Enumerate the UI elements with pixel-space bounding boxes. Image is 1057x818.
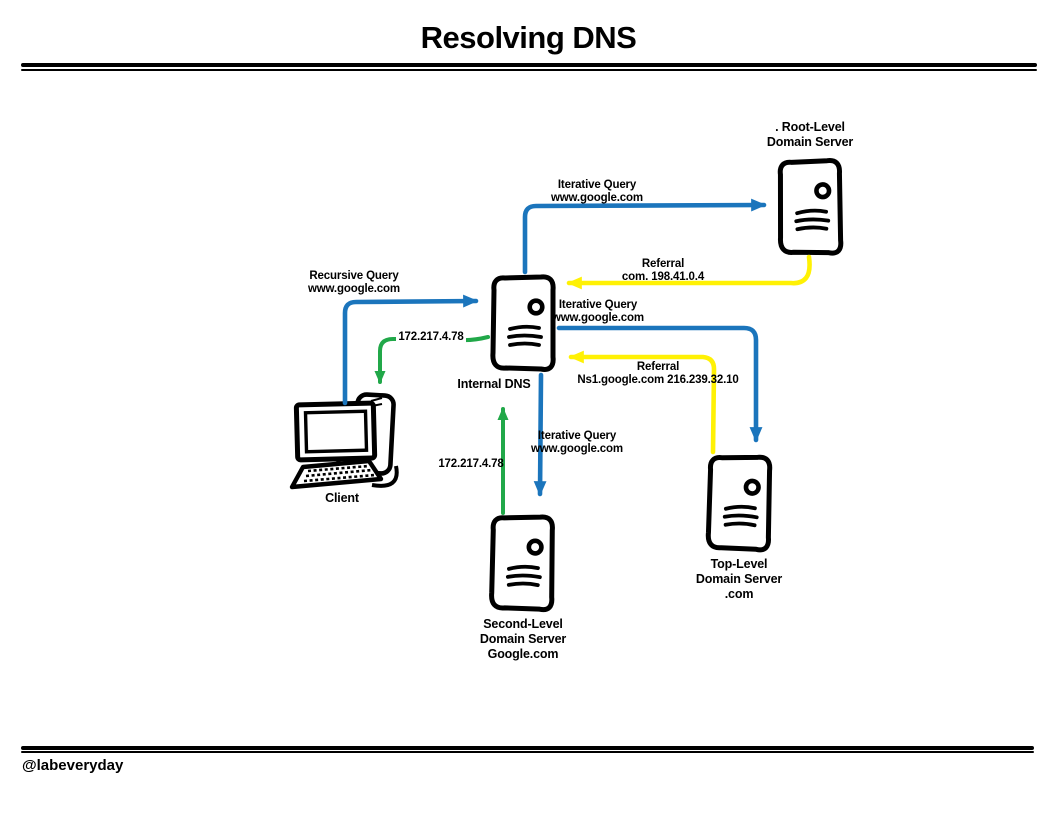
iterative-query-sld-label-line2: www.google.com <box>530 442 624 455</box>
sld-server-label-line3: Google.com <box>487 647 559 661</box>
iterative-query-root-label: Iterative Query www.google.com <box>536 179 658 204</box>
client-label-line1: Client <box>325 491 359 505</box>
referral-tld-label-line1: Referral <box>636 361 680 373</box>
client-icon <box>289 392 399 490</box>
answer-to-dns-label-line1: 172.217.4.78 <box>438 458 504 470</box>
referral-root-label-line1: Referral <box>641 258 685 270</box>
iterative-query-sld-arrow <box>533 372 547 497</box>
sld-server-label-line1: Second-Level <box>483 617 563 631</box>
client-screen <box>303 409 369 454</box>
answer-to-client-label-line1: 172.217.4.78 <box>396 331 466 344</box>
page-title: Resolving DNS <box>420 20 637 55</box>
sld-server-label: Second-Level Domain Server Google.com <box>458 617 588 662</box>
referral-tld-arrow <box>568 350 717 455</box>
referral-root-label: Referral com. 198.41.0.4 <box>592 258 734 283</box>
iterative-query-sld-label-line1: Iterative Query <box>537 430 617 442</box>
client-cable <box>371 465 399 488</box>
recursive-query-label-line1: Recursive Query <box>309 270 399 282</box>
internal-dns-label-line1: Internal DNS <box>457 377 531 391</box>
iterative-query-tld-label-line1: Iterative Query <box>558 299 638 311</box>
iterative-query-root-label-line2: www.google.com <box>550 191 644 204</box>
recursive-query-label-line2: www.google.com <box>307 282 401 295</box>
iterative-query-tld-label: Iterative Query www.google.com <box>537 299 659 324</box>
watermark: @labeveryday <box>22 757 124 774</box>
root-server-label-line1: . Root-Level <box>775 120 845 134</box>
sld-server-icon <box>491 517 552 610</box>
iterative-query-tld-label-line2: www.google.com <box>551 311 645 324</box>
tld-server-label-line3: .com <box>724 587 754 601</box>
client-keys <box>303 464 376 483</box>
referral-tld-label: Referral Ns1.google.com 216.239.32.10 <box>572 361 744 386</box>
footer-rule-thick <box>21 746 1034 750</box>
iterative-query-sld-label: Iterative Query www.google.com <box>516 430 638 455</box>
recursive-query-arrow <box>342 294 479 406</box>
internal-dns-label: Internal DNS <box>438 377 550 392</box>
tld-server-label: Top-Level Domain Server .com <box>677 557 801 602</box>
tld-server-label-line1: Top-Level <box>710 557 768 571</box>
tld-server-label-line2: Domain Server <box>695 572 783 586</box>
answer-to-dns-label: 172.217.4.78 <box>434 458 508 471</box>
answer-to-client-label: 172.217.4.78 <box>394 331 468 344</box>
iterative-query-root-label-line1: Iterative Query <box>557 179 637 191</box>
tld-server-icon <box>708 456 770 550</box>
recursive-query-label: Recursive Query www.google.com <box>298 270 410 295</box>
title-underline-thin <box>21 69 1037 71</box>
root-server-label: . Root-Level Domain Server <box>745 120 875 150</box>
sld-server-label-line2: Domain Server <box>479 632 567 646</box>
answer-to-client-arrow <box>374 335 490 384</box>
root-server-icon <box>779 160 841 254</box>
iterative-query-tld-arrow <box>556 325 763 443</box>
referral-root-arrow <box>566 254 812 290</box>
iterative-query-root-arrow <box>522 198 767 275</box>
client-label: Client <box>302 491 382 506</box>
referral-root-label-line2: com. 198.41.0.4 <box>621 270 705 283</box>
root-server-label-line2: Domain Server <box>766 135 854 149</box>
title-underline-thick <box>21 63 1037 67</box>
referral-tld-label-line2: Ns1.google.com 216.239.32.10 <box>577 373 739 386</box>
footer-rule-thin <box>21 751 1034 753</box>
